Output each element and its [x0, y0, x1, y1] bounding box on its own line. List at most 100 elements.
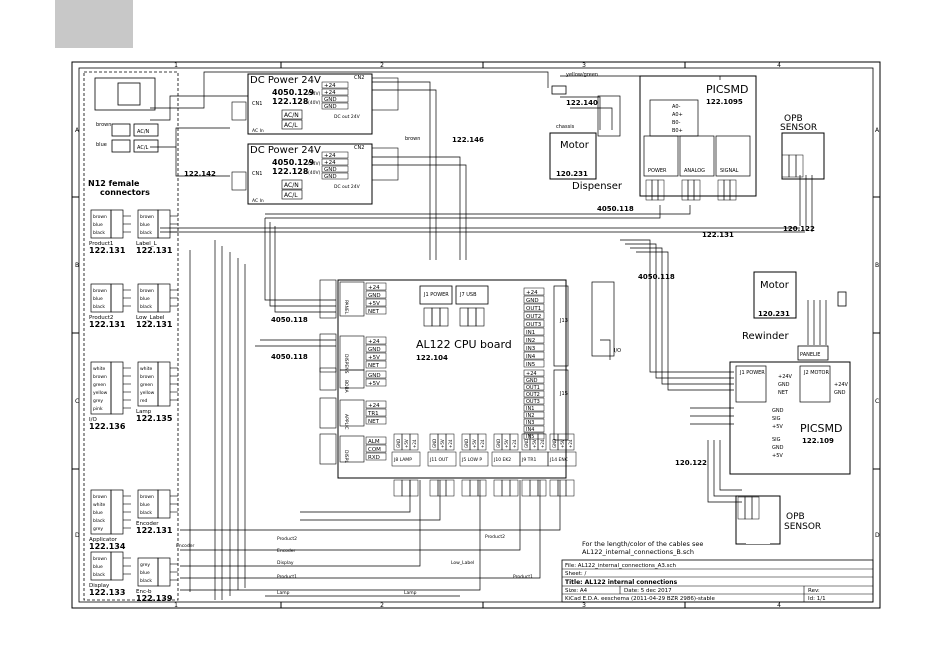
wire-label: green: [140, 382, 153, 388]
psu-pin: GND: [324, 174, 337, 180]
tb-size: Size: A4: [565, 588, 588, 594]
pin-label: +5V: [772, 424, 783, 430]
wire-label: brown: [93, 494, 107, 500]
power-supply: DC Power 24V4050.129122.128(24V)(40V)CN1…: [231, 73, 399, 135]
cable-ref: 4050.118: [638, 273, 675, 281]
conn-label: J1 POWER: [739, 370, 765, 376]
wire-label: Lamp: [277, 590, 290, 596]
connector-name: Low_Label: [136, 315, 165, 321]
cpu-pin-box: [523, 376, 545, 384]
pin-label: SIG: [772, 437, 781, 443]
title-block: File: AL122_internal_connections_A3.sch …: [561, 559, 874, 603]
connector-ref: 122.131: [136, 246, 173, 255]
wire-label: blue: [140, 502, 150, 508]
wire-label: blue: [93, 564, 103, 570]
cpu-pin: NET: [368, 309, 380, 315]
pin-label: B0+: [672, 128, 683, 134]
j13-label: J13: [559, 318, 568, 324]
connector-ref: 122.136: [89, 422, 126, 431]
cpu-pin: COM: [368, 447, 381, 453]
cpu-pin: NET: [368, 419, 380, 425]
cpu-pin: GND: [524, 439, 529, 448]
connector-ref: 122.134: [89, 542, 126, 551]
wire-label: blue: [93, 222, 103, 228]
cpu-pin: NET: [368, 363, 380, 369]
wire-label: blue: [140, 296, 150, 302]
cpu-pin: +24: [412, 439, 417, 448]
wire-label: brown: [93, 374, 107, 380]
j7-label: J7 USB: [459, 292, 477, 298]
motor-dispenser: Motor 120.231 Dispenser: [549, 95, 623, 192]
motor-caption: Rewinder: [742, 331, 789, 342]
panel-label: PANELIE: [800, 352, 820, 358]
cpu-pin: GND: [368, 373, 381, 379]
cpu-pin: +24: [368, 403, 380, 409]
wire-label: Display: [277, 560, 294, 566]
cable-ref: 122.140: [566, 99, 598, 107]
motor-title: Motor: [560, 140, 590, 151]
cpu-pin: +5V: [368, 301, 380, 307]
note-line: For the length/color of the cables see: [582, 540, 703, 548]
wire-label: grey: [140, 562, 150, 568]
cpu-connector-name: APPLIC: [343, 414, 349, 429]
cpu-pin-box: [523, 383, 545, 391]
cpu-pin: IN3: [526, 420, 534, 426]
conn-label: CN2: [354, 75, 364, 81]
cpu-pin: GND: [432, 439, 437, 448]
cpu-bottom-label: J10 EK2: [493, 457, 511, 463]
ac-label: AC/L: [137, 145, 149, 151]
wire-label: red: [140, 398, 148, 404]
wire-label: yellow/green: [566, 72, 598, 78]
cpu-pin-box: [523, 390, 545, 398]
cpu-pin: +5V: [472, 439, 477, 448]
cable-ref: 122.142: [184, 170, 216, 178]
col-label: 3: [582, 602, 586, 609]
wire-label: black: [93, 304, 105, 310]
cpu-pin: GND: [526, 378, 538, 384]
cpu-pin: +24: [368, 285, 380, 291]
psu-ac: AC/L: [284, 192, 298, 199]
frame-labels: 1 2 3 4 1 2 3 4 A B C D A B C D: [75, 62, 880, 609]
connector-name: Label_L: [136, 241, 158, 247]
block-label: POWER: [648, 168, 667, 174]
cpu-connector-name: BOBA: [343, 380, 349, 394]
j15-box: [553, 369, 569, 441]
cpu-pin: GND: [552, 439, 557, 448]
block-label: ANALOG: [684, 168, 705, 174]
wire-label: Product2: [485, 534, 505, 540]
psu-note: (24V): [308, 91, 321, 97]
picsmd-ref: 122.109: [802, 437, 834, 445]
connector-ref: 122.131: [136, 320, 173, 329]
gray-header-block: [55, 0, 133, 48]
wire-label: grey: [93, 398, 103, 404]
cpu-pin: +24: [526, 371, 537, 377]
cpu-pin-box: [523, 404, 545, 412]
wire-label: black: [140, 304, 152, 310]
drawing-frame: [71, 61, 881, 609]
wire-label: Encoder: [176, 543, 195, 549]
cable-ref: 4050.118: [271, 316, 308, 324]
motor-caption: Dispenser: [572, 181, 623, 192]
opb-title: SENSOR: [784, 522, 821, 532]
ac-label: AC/N: [137, 129, 150, 135]
cpu-pin-box: [523, 425, 545, 433]
wire-label: blue: [140, 570, 150, 576]
cpu-connector-name: PANEL: [343, 300, 349, 315]
opb-title: OPB: [784, 114, 803, 124]
col-label: 1: [174, 62, 178, 69]
n12-title: connectors: [100, 188, 150, 197]
wire-label: Lamp: [404, 590, 417, 596]
wire-label: Product1: [513, 574, 533, 580]
cpu-bottom-label: J5 LOW P: [461, 457, 482, 463]
cpu-pin-box: [523, 418, 545, 426]
psu-part: 4050.129: [272, 88, 314, 97]
pin-label: GND: [834, 390, 846, 396]
